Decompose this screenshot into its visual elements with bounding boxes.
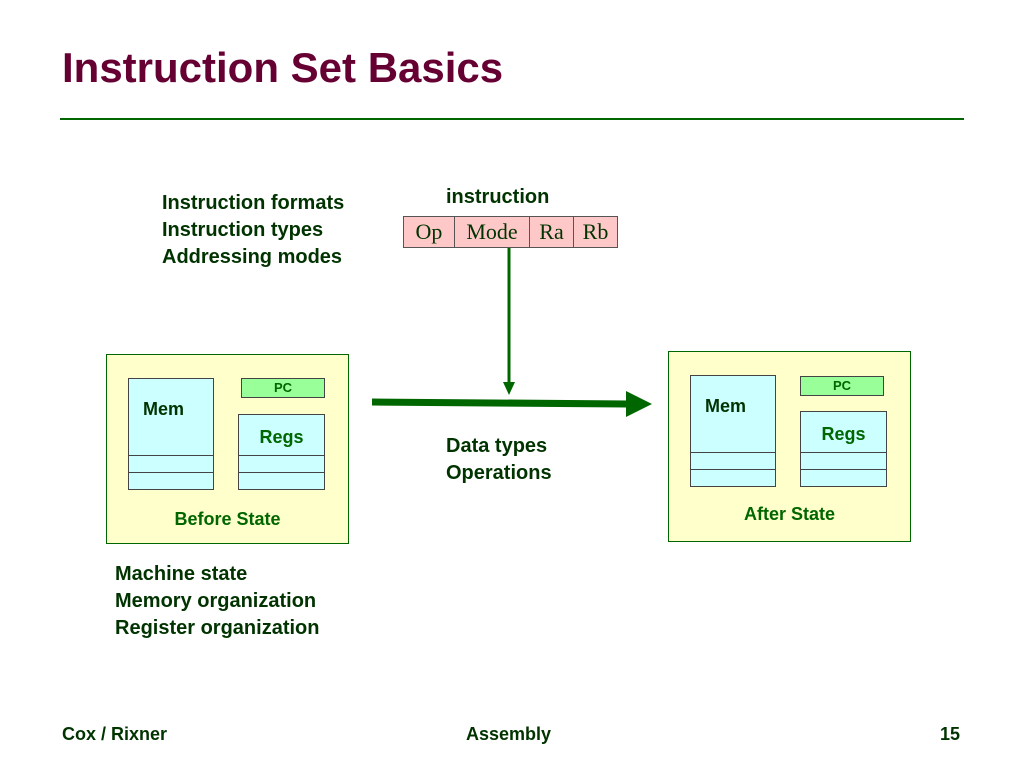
registers-label: Regs (259, 427, 304, 447)
memory-label: Mem (705, 396, 747, 416)
instruction-label: instruction (446, 186, 550, 208)
instruction-arrow-head (503, 382, 515, 395)
page-number: 15 (940, 724, 961, 744)
footer-course: Assembly (466, 724, 552, 744)
list-item: Instruction types (162, 219, 324, 241)
memory-row-divider (129, 472, 213, 473)
title-divider (60, 118, 964, 120)
memory-label: Mem (143, 399, 185, 419)
data-concepts-list: Data types Operations (446, 433, 552, 487)
list-item: Instruction formats (162, 192, 345, 214)
registers-row-divider (239, 455, 324, 456)
instruction-format: Op Mode Ra Rb (403, 216, 618, 248)
memory-block: Mem (128, 378, 214, 490)
transition-arrow-shaft (371, 398, 629, 408)
before-state-box: Mem PC Regs Before State (106, 354, 349, 544)
memory-block: Mem (690, 375, 776, 487)
registers-row-divider (801, 469, 886, 470)
transition-arrow-head (626, 391, 652, 417)
pc-register: PC (800, 376, 884, 396)
list-item: Machine state (115, 563, 248, 585)
instruction-field-rb: Rb (582, 219, 609, 244)
list-item: Data types (446, 435, 548, 457)
list-item: Register organization (115, 617, 320, 639)
list-item: Memory organization (115, 590, 317, 612)
memory-row-divider (129, 455, 213, 456)
instruction-field-mode: Mode (455, 217, 530, 247)
slide-title: Instruction Set Basics (62, 44, 504, 91)
list-item: Addressing modes (162, 246, 343, 268)
registers-label: Regs (821, 424, 866, 444)
footer-authors: Cox / Rixner (62, 724, 168, 744)
registers-block: Regs (238, 414, 325, 490)
memory-row-divider (691, 452, 775, 453)
memory-row-divider (691, 469, 775, 470)
instruction-field-op: Op (404, 217, 455, 247)
registers-row-divider (801, 452, 886, 453)
registers-block: Regs (800, 411, 887, 487)
machine-concepts-list: Machine state Memory organization Regist… (115, 561, 319, 642)
instruction-field-ra: Ra (530, 217, 574, 247)
pc-register: PC (241, 378, 325, 398)
instruction-concepts-list: Instruction formats Instruction types Ad… (162, 190, 344, 271)
registers-row-divider (239, 472, 324, 473)
after-state-box: Mem PC Regs After State (668, 351, 911, 542)
list-item: Operations (446, 462, 552, 484)
after-state-label: After State (743, 504, 836, 524)
before-state-label: Before State (174, 509, 281, 529)
